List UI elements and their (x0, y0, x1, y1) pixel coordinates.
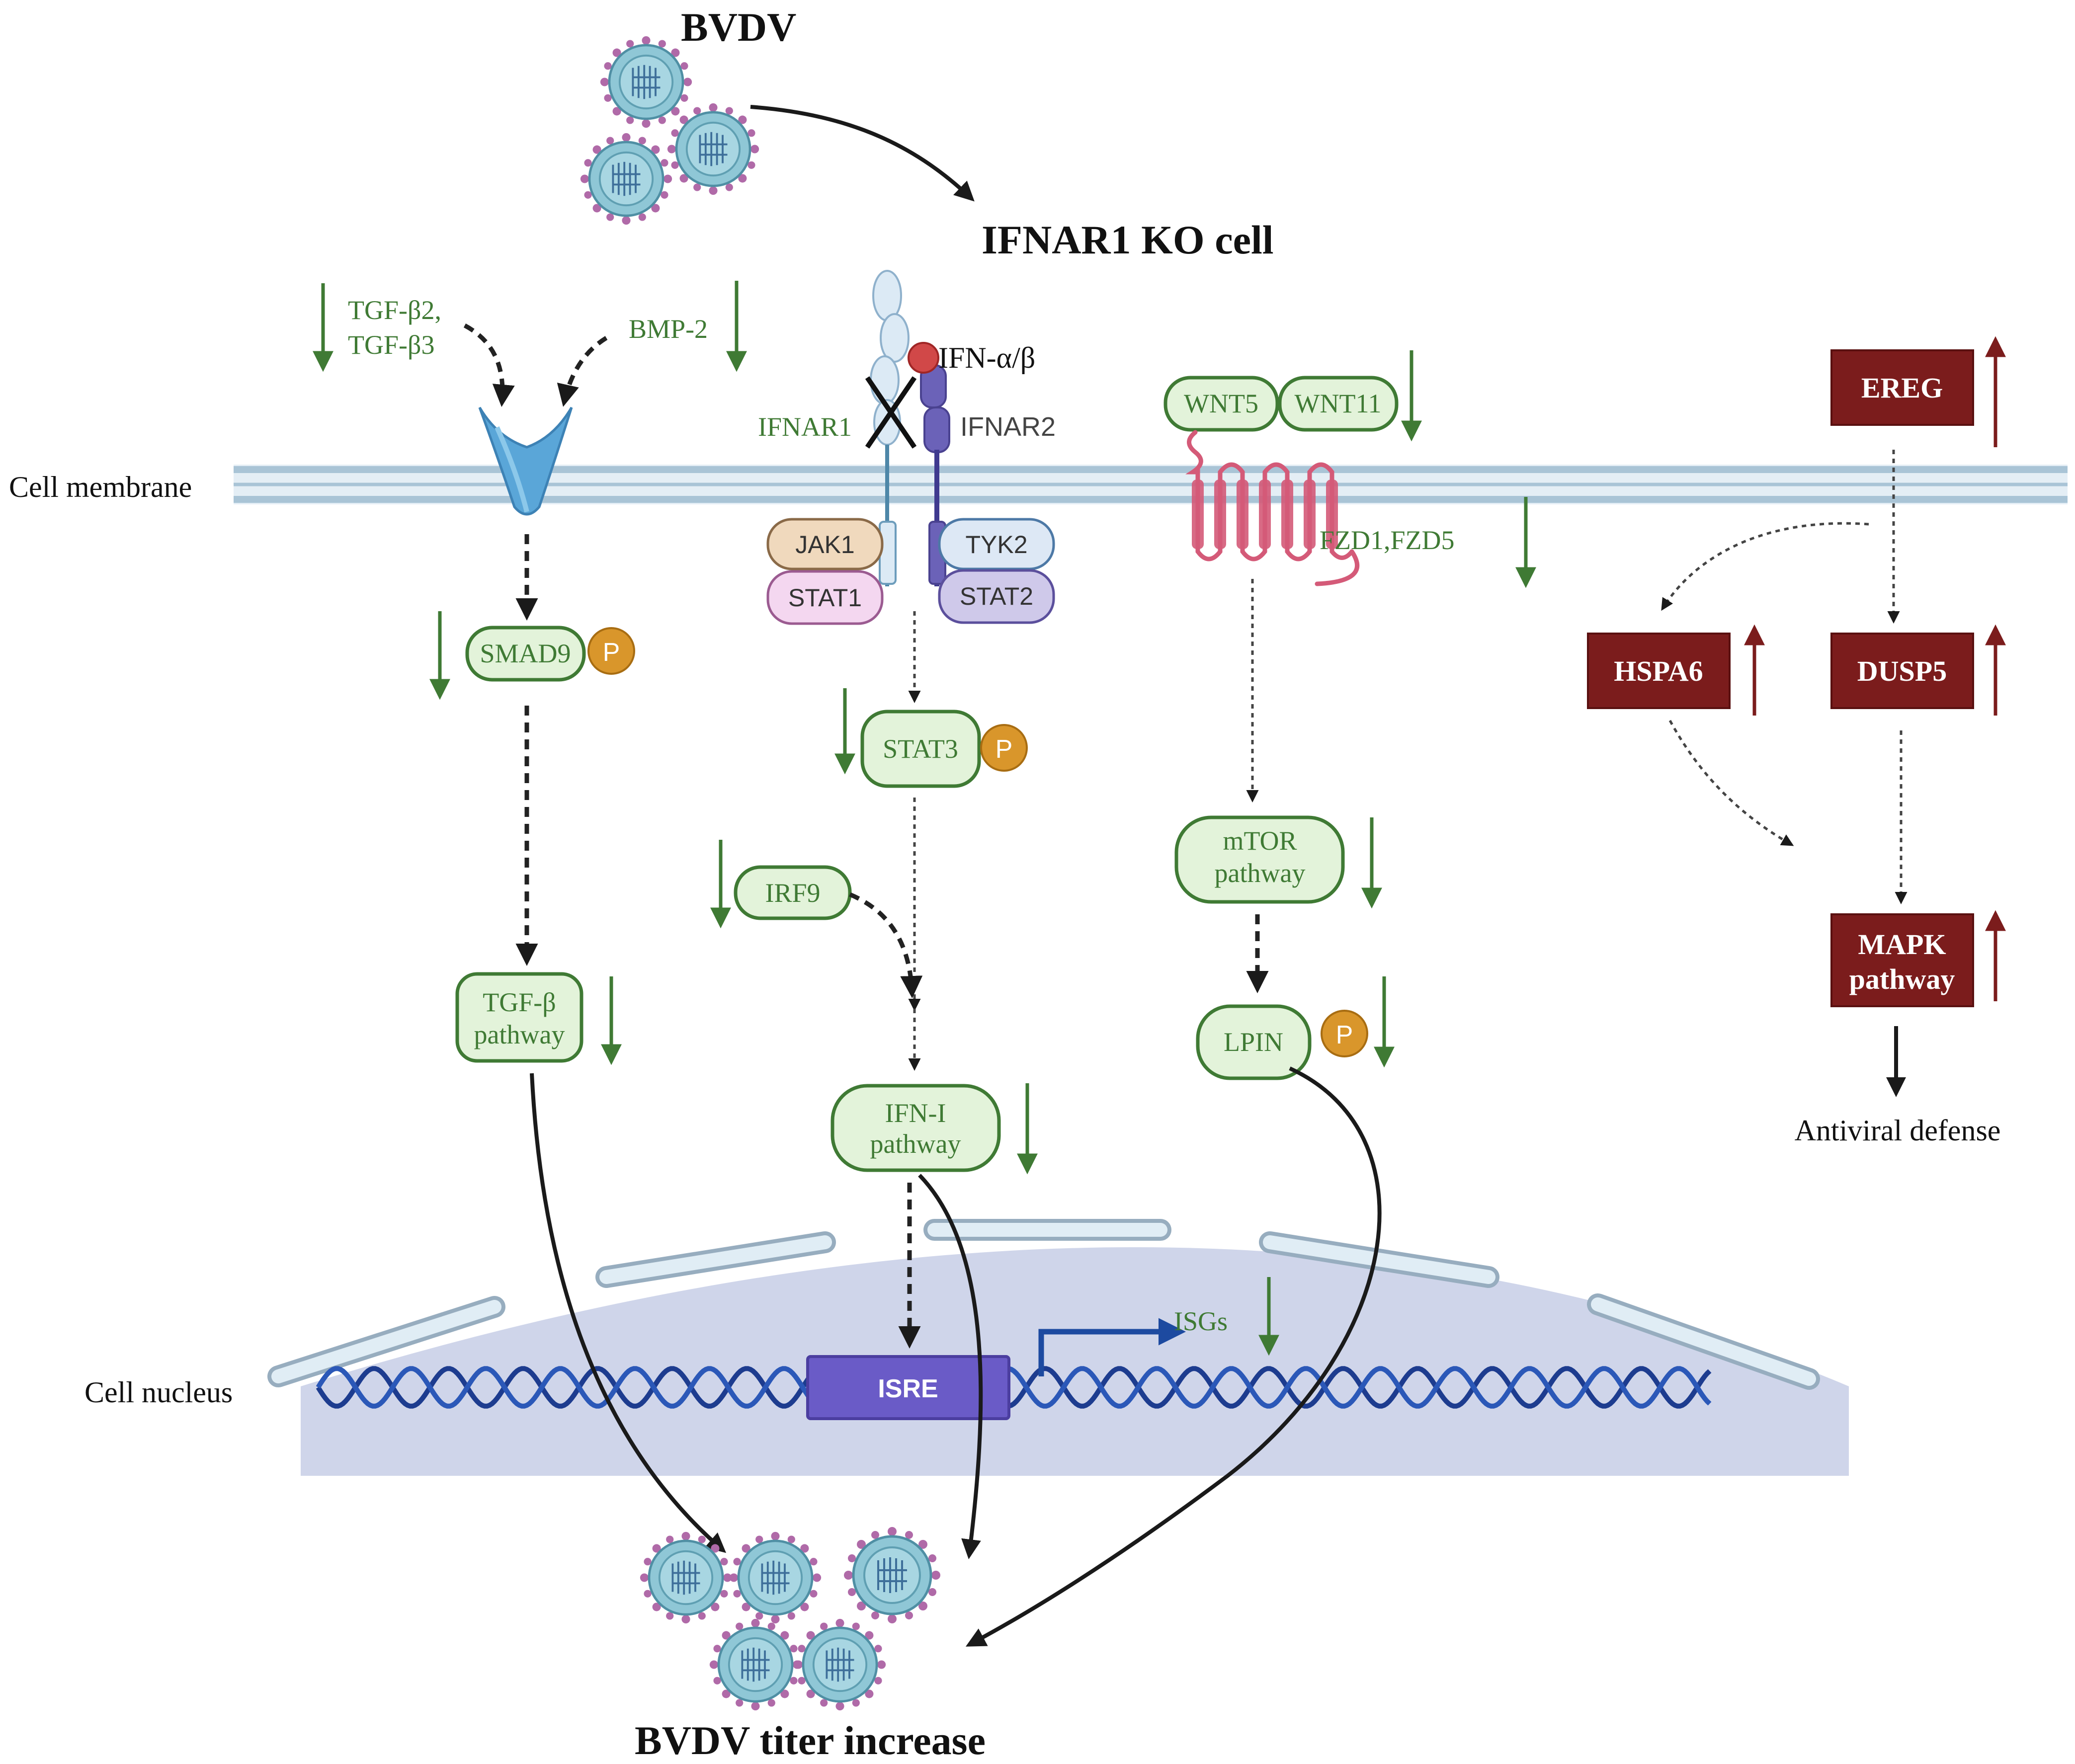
svg-text:WNT11: WNT11 (1295, 389, 1382, 418)
nucleus-label: Cell nucleus (84, 1376, 233, 1409)
smad9-node: SMAD9 (465, 626, 586, 682)
isre-element: ISRE (806, 1355, 1010, 1420)
hspa6-to-mapk-arrow (1668, 720, 1794, 846)
svg-text:SMAD9: SMAD9 (480, 639, 571, 668)
irf9-node: IRF9 (734, 865, 852, 920)
ifni-to-titer-arrow (918, 1174, 983, 1559)
svg-text:TYK2: TYK2 (965, 531, 1027, 559)
tgf-to-receptor-arrow (463, 323, 515, 407)
svg-text:WNT5: WNT5 (1184, 389, 1258, 418)
stat1-node: STAT1 (766, 570, 884, 625)
svg-text:pathway: pathway (1849, 963, 1955, 995)
stat2-node: STAT2 (938, 569, 1055, 624)
svg-text:EREG: EREG (1861, 372, 1943, 404)
svg-text:TGF-β: TGF-β (483, 987, 556, 1017)
ifni-pathway-node: IFN-I pathway (830, 1084, 1001, 1172)
dusp5-node: DUSP5 (1830, 633, 1974, 709)
ifnar2-label: IFNAR2 (960, 412, 1056, 442)
svg-text:HSPA6: HSPA6 (1614, 655, 1703, 687)
antiviral-defense-label: Antiviral defense (1795, 1114, 2001, 1147)
infection-arrow (750, 105, 975, 202)
bmp2-label: BMP-2 (629, 314, 708, 344)
svg-text:STAT2: STAT2 (960, 582, 1033, 610)
tgf-ligands-line1: TGF-β2, (348, 295, 441, 325)
irf9-to-ifni-arrow (849, 892, 923, 998)
svg-text:IRF9: IRF9 (765, 878, 820, 908)
ereg-node: EREG (1830, 349, 1974, 426)
svg-text:P: P (996, 735, 1013, 764)
jak1-node: JAK1 (766, 518, 884, 570)
svg-text:LPIN: LPIN (1224, 1027, 1283, 1057)
frizzled-receptor (1185, 430, 1359, 586)
mapk-pathway-node: MAPK pathway (1830, 913, 1974, 1007)
svg-text:P: P (603, 638, 620, 667)
ifn-ligand-icon (908, 342, 939, 374)
wnt11-node: WNT11 (1278, 376, 1399, 432)
stat3-node: STAT3 (860, 710, 981, 788)
mtor-pathway-node: mTOR pathway (1174, 815, 1345, 904)
tgf-pathway-node: TGF-β pathway (455, 972, 583, 1063)
bmp-to-receptor-arrow (557, 336, 608, 407)
frizzled-body (1192, 480, 1338, 549)
svg-text:pathway: pathway (474, 1020, 565, 1049)
svg-text:STAT3: STAT3 (883, 734, 958, 764)
svg-text:MAPK: MAPK (1858, 928, 1946, 961)
membrane-label: Cell membrane (9, 471, 192, 503)
tgf-ligands-line2: TGF-β3 (348, 330, 434, 360)
tgf-to-titer-arrow (530, 1073, 727, 1553)
svg-text:DUSP5: DUSP5 (1857, 655, 1947, 687)
virus-title: BVDV (681, 4, 796, 50)
ifnar1-knockout-icon (865, 376, 917, 449)
lpin-phospho-icon: P (1321, 1010, 1368, 1057)
ifnar1-label: IFNAR1 (758, 412, 852, 442)
svg-text:P: P (1336, 1021, 1353, 1049)
smad9-phospho-icon: P (587, 627, 635, 675)
svg-text:ISRE: ISRE (878, 1374, 938, 1403)
svg-text:pathway: pathway (870, 1129, 961, 1159)
svg-text:IFN-I: IFN-I (885, 1098, 946, 1128)
ifn-ligand-label: IFN-α/β (938, 341, 1035, 374)
bvdv-virions-top (581, 36, 759, 225)
transcription-arrow (1038, 1318, 1186, 1376)
isgs-label: ISGs (1174, 1306, 1228, 1336)
cell-nucleus (267, 1219, 1849, 1476)
lpin-to-titer-arrow (965, 1066, 1382, 1647)
tgf-receptor (478, 406, 573, 516)
svg-text:JAK1: JAK1 (795, 531, 855, 559)
cell-title: IFNAR1 KO cell (982, 217, 1274, 262)
hspa6-node: HSPA6 (1587, 633, 1731, 709)
ereg-to-hspa6-arrow (1661, 522, 1869, 611)
lpin-node: LPIN (1196, 1004, 1312, 1080)
fzd-label: FZD1,FZD5 (1320, 525, 1455, 555)
svg-text:mTOR: mTOR (1223, 826, 1297, 856)
svg-text:STAT1: STAT1 (788, 584, 862, 612)
titer-increase-title: BVDV titer increase (635, 1718, 986, 1763)
svg-text:pathway: pathway (1215, 858, 1306, 888)
tyk2-node: TYK2 (938, 518, 1055, 570)
stat3-phospho-icon: P (980, 724, 1028, 772)
wnt5-node: WNT5 (1163, 376, 1279, 432)
bvdv-virions-bottom (640, 1527, 940, 1710)
